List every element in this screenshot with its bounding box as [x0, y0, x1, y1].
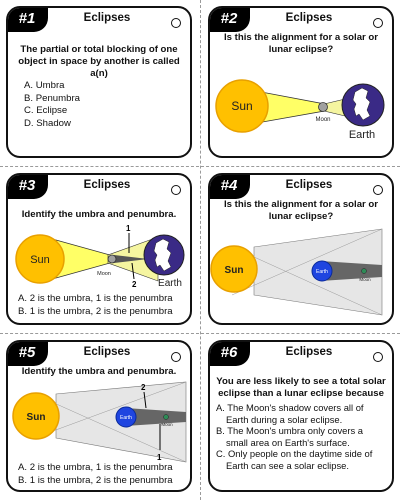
card-title: Eclipses [83, 346, 131, 358]
umbra-region [126, 408, 186, 426]
question-text: Is this the alignment for a solar or lun… [223, 199, 379, 222]
card-title: Eclipses [285, 346, 333, 358]
punch-hole-icon [171, 18, 181, 28]
sun-label: Sun [231, 99, 252, 113]
question-text: Identify the umbra and penumbra. [21, 366, 177, 377]
sun-label: Sun [30, 254, 50, 266]
option-d: D. Shadow [24, 117, 71, 129]
answer-options: A. Umbra B. Penumbra C. Eclipse D. Shado… [24, 80, 80, 130]
continent-shape [153, 238, 172, 272]
marker-2-label: 2 [132, 280, 137, 289]
moon-label: Moon [161, 422, 173, 427]
task-card-4: #4 Eclipses Is this the alignment for a … [208, 173, 394, 325]
task-card-6: #6 Eclipses You are less likely to see a… [208, 340, 394, 492]
sun-label: Sun [27, 412, 46, 423]
task-card-2: #2 Eclipses Is this the alignment for a … [208, 6, 394, 158]
umbra-penumbra-diagram: Sun Moon 1 2 Earth [15, 224, 185, 289]
task-card-3: #3 Eclipses Identify the umbra and penum… [6, 173, 192, 325]
marker-1-label: 1 [126, 224, 131, 233]
question-text: Identify the umbra and penumbra. [21, 209, 177, 220]
question-text: You are less likely to see a total solar… [216, 376, 386, 399]
earth-label: Earth [158, 278, 182, 289]
punch-hole-icon [373, 352, 383, 362]
card-title: Eclipses [83, 179, 131, 191]
card-number: #6 [210, 342, 250, 366]
card-number: #1 [8, 8, 48, 32]
option-a: A. 2 is the umbra, 1 is the penumbra [18, 293, 173, 304]
moon-label: Moon [315, 117, 330, 123]
light-ray [231, 228, 383, 296]
lunar-alignment-diagram: Sun Earth Moon [210, 228, 383, 316]
horizontal-cut-line [0, 166, 400, 167]
punch-hole-icon [373, 18, 383, 28]
marker-1-label: 1 [157, 453, 162, 462]
card-title: Eclipses [285, 179, 333, 191]
task-card-1: #1 Eclipses The partial or total blockin… [6, 6, 192, 158]
earth-label: Earth [316, 269, 328, 275]
question-text: The partial or total blocking of one obj… [18, 44, 180, 79]
sun-icon [215, 79, 269, 133]
card-title: Eclipses [285, 12, 333, 24]
solar-alignment-diagram: Sun Moon Earth [215, 79, 385, 141]
light-ray [33, 393, 187, 463]
card-number: #2 [210, 8, 250, 32]
punch-hole-icon [373, 185, 383, 195]
card-number: #5 [8, 342, 48, 366]
answer-options: A. The Moon's shadow covers all of Earth… [216, 402, 386, 471]
sun-icon [12, 392, 60, 440]
option-b: B. The Moon's umbra only covers a small … [216, 425, 363, 448]
marker-2-label: 2 [141, 383, 146, 392]
card-title: Eclipses [83, 12, 131, 24]
moon-icon [107, 254, 117, 264]
punch-hole-icon [171, 185, 181, 195]
umbra-region [320, 261, 382, 281]
earth-label: Earth [349, 129, 375, 141]
sun-icon [15, 234, 65, 284]
card-number: #4 [210, 175, 250, 199]
punch-hole-icon [171, 352, 181, 362]
task-card-5: #5 Eclipses Identify the umbra and penum… [6, 340, 192, 492]
option-c: C. Only people on the daytime side of Ea… [216, 448, 373, 471]
earth-icon [115, 406, 137, 428]
answer-options: A. 2 is the umbra, 1 is the penumbra B. … [18, 293, 173, 318]
option-a: A. Umbra [24, 80, 65, 91]
umbra-region [114, 255, 148, 263]
light-ray [231, 246, 383, 316]
continent-shape [352, 87, 371, 121]
moon-icon [361, 268, 367, 274]
marker-2-line [143, 391, 147, 409]
moon-label: Moon [97, 271, 111, 277]
moon-icon [163, 414, 169, 420]
moon-label: Moon [359, 277, 371, 282]
sun-icon [210, 245, 258, 293]
answer-options: A. 2 is the umbra, 1 is the penumbra B. … [18, 462, 173, 487]
sun-label: Sun [225, 265, 244, 276]
option-b: B. Penumbra [24, 92, 80, 104]
option-a: A. The Moon's shadow covers all of Earth… [216, 402, 364, 425]
moon-icon [318, 102, 328, 112]
option-b: B. 1 is the umbra, 2 is the penumbra [18, 474, 173, 486]
marker-2-line [131, 262, 135, 280]
option-c: C. Eclipse [24, 105, 68, 116]
earth-icon [311, 260, 333, 282]
option-a: A. 2 is the umbra, 1 is the penumbra [18, 462, 173, 473]
option-b: B. 1 is the umbra, 2 is the penumbra [18, 305, 173, 317]
horizontal-cut-line [0, 333, 400, 334]
card-number: #3 [8, 175, 48, 199]
question-text: Is this the alignment for a solar or lun… [223, 32, 379, 55]
light-ray [33, 381, 187, 439]
vertical-cut-line [200, 0, 201, 500]
earth-label: Earth [120, 415, 132, 421]
umbra-penumbra-diagram: Sun Earth Moon 2 1 [12, 381, 187, 463]
